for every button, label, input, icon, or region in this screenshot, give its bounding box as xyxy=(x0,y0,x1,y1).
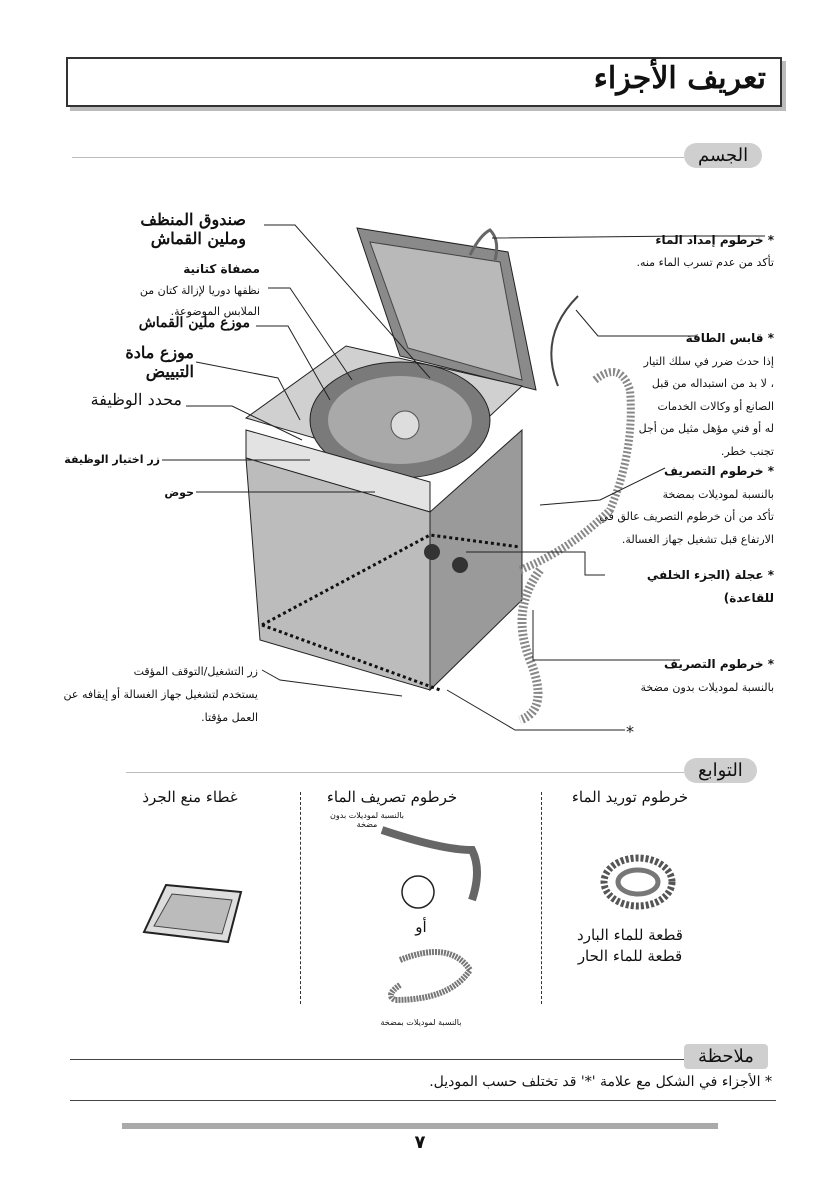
label-lint-filter: مصفاة كتانية نظفها دوريا لإزالة كتان من … xyxy=(100,258,260,323)
note-divider-bottom xyxy=(70,1100,776,1101)
section-accessories-heading: التوابع xyxy=(684,758,757,783)
column-divider xyxy=(541,792,542,1004)
accessory-or: أو xyxy=(406,918,436,936)
label-drain-hose-pump-desc2: تأكد من أن خرطوم التصريف عالق في xyxy=(599,510,774,523)
label-bleach-line1: موزع مادة xyxy=(54,343,194,362)
label-power-plug-desc2: ، لا بد من استبداله من قبل xyxy=(652,377,774,390)
label-drain-hose-no-pump-desc: بالنسبة لموديلات بدون مضخة xyxy=(640,681,774,694)
label-wheel: * عجلة (الجزء الخلفي للقاعدة) xyxy=(594,564,774,610)
label-drain-hose-no-pump-title: خرطوم التصريف xyxy=(664,657,764,671)
accessory-cold-label: قطعة للماء البارد xyxy=(555,925,705,946)
label-start-pause-title: زر التشغيل/التوقف المؤقت xyxy=(134,665,258,678)
accessory-drain-label: خرطوم تصريف الماء xyxy=(322,788,462,806)
label-detergent-box-line1: صندوق المنظف xyxy=(46,210,246,229)
label-function-button: زر اختيار الوظيفة xyxy=(10,450,160,471)
label-function-selector: محدد الوظيفة xyxy=(32,390,182,409)
label-power-plug-desc5: تجنب خطر. xyxy=(721,445,774,458)
supply-hose-icon xyxy=(598,848,678,918)
label-power-plug-desc1: إذا حدث ضرر في سلك التيار xyxy=(644,355,774,368)
label-water-hose: * خرطوم إمداد الماء تأكد من عدم تسرب الم… xyxy=(574,228,774,274)
accessory-supply-label: خرطوم توريد الماء xyxy=(555,788,705,806)
label-drain-hose-pump-title: خرطوم التصريف xyxy=(664,464,764,478)
note-divider xyxy=(70,1059,690,1060)
rat-cover-icon xyxy=(136,880,256,950)
page-number: ٧ xyxy=(400,1132,440,1153)
label-drain-hose-pump-desc1: بالنسبة لموديلات بمضخة xyxy=(663,488,774,501)
footer-bar xyxy=(122,1123,718,1129)
accessory-supply-parts: قطعة للماء البارد قطعة للماء الحار xyxy=(555,925,705,967)
label-start-pause-desc1: يستخدم لتشغيل جهاز الغسالة أو إيقافه عن xyxy=(64,688,258,701)
label-drain-hose-no-pump: * خرطوم التصريف بالنسبة لموديلات بدون مض… xyxy=(594,652,774,699)
label-drain-hose-pump: * خرطوم التصريف بالنسبة لموديلات بمضخة ت… xyxy=(594,459,774,551)
column-divider xyxy=(300,792,301,1004)
label-power-plug-desc3: الصانع أو وكالات الخدمات xyxy=(658,400,774,413)
note-text: * الأجزاء في الشكل مع علامة '*' قد تختلف… xyxy=(212,1074,772,1090)
section-divider xyxy=(126,772,684,773)
label-drain-hose-pump-desc3: الارتفاع قبل تشغيل جهاز الغسالة. xyxy=(622,533,774,546)
label-start-pause-desc2: العمل مؤقتا. xyxy=(201,711,258,724)
label-water-hose-desc: تأكد من عدم تسرب الماء منه. xyxy=(636,256,774,269)
accessory-drain-pump: بالنسبة لموديلات بمضخة xyxy=(356,1018,486,1027)
label-softener: موزع ملين القماش xyxy=(70,315,250,331)
label-power-plug-title: قابس الطاقة xyxy=(686,331,764,345)
section-note-heading: ملاحظة xyxy=(684,1044,768,1069)
label-detergent-box: صندوق المنظف وملين القماش xyxy=(46,210,246,248)
drain-hose-icon xyxy=(370,820,510,1020)
accessory-hot-label: قطعة للماء الحار xyxy=(555,946,705,967)
label-bleach: موزع مادة التبييض xyxy=(54,343,194,381)
asterisk-marker: * xyxy=(626,722,634,741)
label-tub: حوض xyxy=(134,483,194,504)
label-power-plug: * قابس الطاقة إذا حدث ضرر في سلك التيار … xyxy=(594,326,774,463)
label-power-plug-desc4: له أو فني مؤهل مثيل من أجل xyxy=(639,422,774,435)
label-detergent-box-line2: وملين القماش xyxy=(46,229,246,248)
accessory-cover-label: غطاء منع الجرذ xyxy=(120,788,260,806)
label-wheel-title: عجلة (الجزء الخلفي للقاعدة) xyxy=(647,568,774,605)
label-bleach-line2: التبييض xyxy=(54,362,194,381)
label-start-pause: زر التشغيل/التوقف المؤقت يستخدم لتشغيل ج… xyxy=(58,660,258,729)
label-lint-filter-title: مصفاة كتانية xyxy=(183,262,260,276)
label-lint-filter-desc1: نظفها دوريا لإزالة كتان من xyxy=(140,284,260,297)
label-water-hose-title: خرطوم إمداد الماء xyxy=(655,233,763,247)
